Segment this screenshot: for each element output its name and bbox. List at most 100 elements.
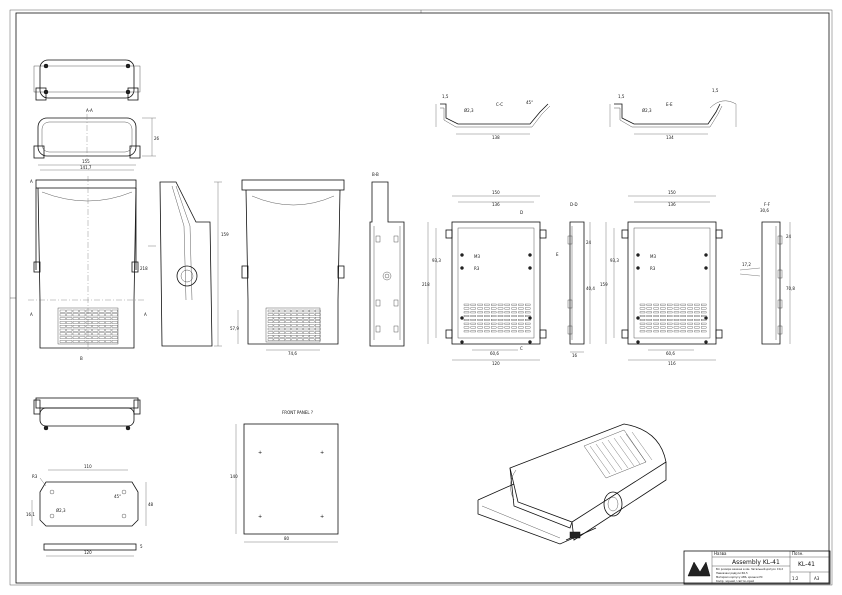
vent-slot bbox=[639, 330, 646, 333]
vent-slot bbox=[92, 332, 99, 336]
vent-slot bbox=[315, 335, 321, 338]
vent-slot bbox=[267, 331, 274, 334]
vent-slot bbox=[511, 322, 517, 325]
vent-slot bbox=[72, 317, 79, 320]
vent-slot bbox=[511, 315, 517, 317]
vent-slot bbox=[484, 330, 490, 333]
vent-slot bbox=[279, 327, 285, 331]
vent-slot bbox=[273, 324, 280, 327]
top-view-closed bbox=[33, 59, 141, 101]
vent-slot bbox=[315, 313, 321, 316]
dim-lid-16: 16,1 bbox=[26, 512, 35, 517]
vent-slot bbox=[484, 307, 490, 310]
vent-slot bbox=[92, 321, 99, 324]
vent-slot bbox=[484, 322, 490, 325]
vent-slot bbox=[59, 336, 66, 339]
vent-slot bbox=[105, 340, 112, 343]
vent-slot bbox=[309, 327, 315, 331]
vent-slot bbox=[470, 326, 476, 329]
vent-slot bbox=[105, 336, 112, 339]
vent-slot bbox=[694, 307, 700, 310]
vent-slot bbox=[79, 313, 86, 317]
outer-border bbox=[9, 9, 833, 586]
vent-slot bbox=[291, 331, 297, 334]
vent-slot bbox=[660, 322, 666, 325]
vent-slot bbox=[285, 331, 291, 334]
vent-slot bbox=[653, 330, 659, 333]
vent-slot bbox=[491, 311, 497, 314]
vent-slot bbox=[79, 309, 86, 313]
vent-slot bbox=[315, 324, 321, 327]
vent-slot bbox=[111, 332, 118, 336]
vent-slot bbox=[680, 307, 686, 310]
front-view-left: A A A B bbox=[28, 176, 147, 361]
vent-slot bbox=[98, 328, 105, 332]
section-dd: D-D 24 40,4 16 bbox=[567, 202, 595, 358]
vent-slot bbox=[680, 330, 686, 333]
dim-cc-15: 1,5 bbox=[442, 94, 449, 99]
vent-slot bbox=[701, 319, 707, 321]
arrow-a-right: A bbox=[144, 312, 147, 317]
vent-slot bbox=[309, 335, 315, 338]
vent-slot bbox=[646, 307, 652, 310]
vent-slot bbox=[85, 325, 92, 328]
vent-slot bbox=[497, 326, 504, 329]
vent-slot bbox=[694, 311, 700, 314]
dim-r3b: R3 bbox=[650, 266, 656, 271]
sheet-size: A3 bbox=[814, 576, 820, 581]
dim-150: 150 bbox=[492, 190, 500, 195]
vent-slot bbox=[98, 321, 105, 324]
note-line-1: Всі розміри вказані в мм. Загальний допу… bbox=[716, 567, 783, 571]
vent-slot bbox=[273, 313, 280, 316]
vent-slot bbox=[653, 315, 659, 317]
vent-slot bbox=[66, 313, 73, 317]
dim-lid-48: 48 bbox=[148, 502, 154, 507]
vent-slot bbox=[59, 313, 66, 317]
bottom-view-2: 150 136 159 93,3 116 60,6 M3 R3 bbox=[600, 190, 723, 366]
vent-slot bbox=[477, 330, 483, 333]
vent-slot bbox=[491, 330, 497, 333]
dim-138: 138 bbox=[492, 135, 500, 140]
dim-cc-23: Ø2,3 bbox=[464, 108, 474, 113]
vent-slot bbox=[98, 336, 105, 339]
vent-slot bbox=[701, 311, 707, 314]
section-aa: A-A 26 155 141,7 bbox=[33, 108, 160, 171]
vent-slot bbox=[701, 307, 707, 310]
vent-slot bbox=[667, 315, 673, 317]
svg-text:+: + bbox=[258, 514, 262, 520]
vent-slot bbox=[79, 325, 86, 328]
vent-slot bbox=[660, 326, 666, 329]
vent-slot bbox=[291, 320, 297, 323]
vent-slot bbox=[660, 311, 666, 314]
vent-slot bbox=[504, 326, 510, 329]
vent-slot bbox=[694, 326, 700, 329]
vent-slot bbox=[497, 315, 504, 317]
title-block: Назва Assembly KL-41 Позн. KL-41 1:2 A3 … bbox=[683, 550, 831, 585]
drawing-title: Assembly KL-41 bbox=[732, 559, 780, 566]
vent-slot bbox=[291, 313, 297, 316]
vent-slot bbox=[279, 335, 285, 338]
vent-slot bbox=[111, 313, 118, 317]
vent-slot bbox=[72, 340, 79, 343]
vent-slot bbox=[653, 326, 659, 329]
vent-slot bbox=[701, 303, 707, 306]
sheet-scale: 1:2 bbox=[792, 576, 799, 581]
vent-slot bbox=[98, 313, 105, 317]
vent-slot bbox=[646, 322, 652, 325]
vent-slot bbox=[525, 303, 531, 306]
vent-slot bbox=[504, 322, 510, 325]
vent-slot bbox=[525, 311, 531, 314]
vent-slot bbox=[59, 317, 66, 320]
vent-slot bbox=[297, 313, 303, 316]
vent-slot bbox=[497, 330, 504, 333]
vent-slot bbox=[111, 328, 118, 332]
vent-slot bbox=[285, 335, 291, 338]
vent-slot bbox=[105, 328, 112, 332]
vent-slot bbox=[660, 330, 666, 333]
vent-slot bbox=[511, 326, 517, 329]
vent-slot bbox=[297, 327, 303, 331]
vent-slot bbox=[701, 326, 707, 329]
vent-slot bbox=[694, 322, 700, 325]
vent-slot bbox=[303, 338, 309, 341]
